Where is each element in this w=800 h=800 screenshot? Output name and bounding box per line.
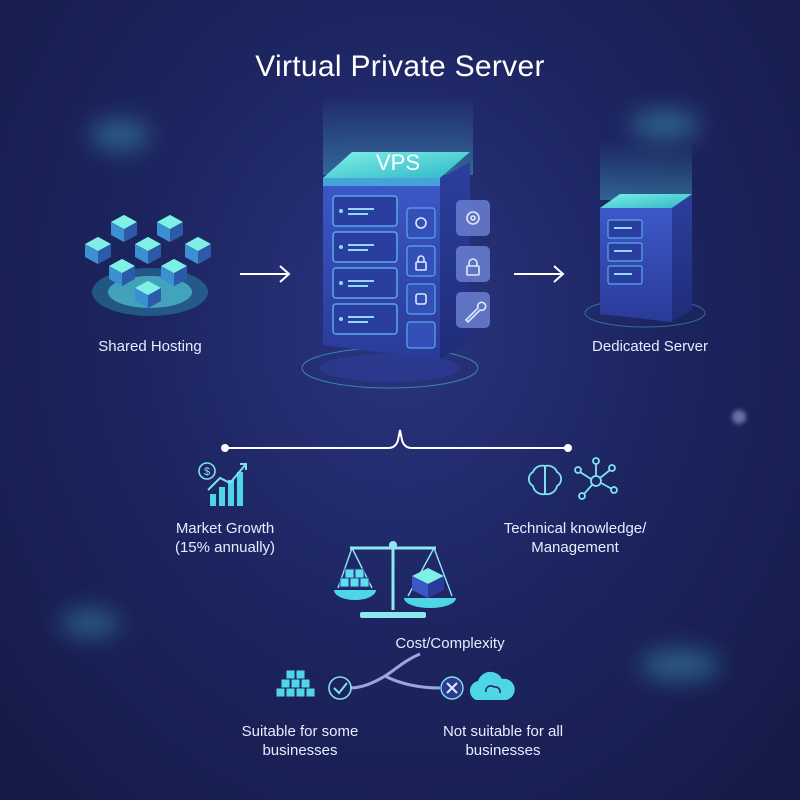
not-suitable-label: Not suitable for all businesses (418, 722, 588, 760)
market-growth-label: Market Growth (15% annually) (140, 519, 310, 557)
technical-line2: Management (531, 539, 619, 556)
wrench-icon (464, 301, 487, 324)
server-cube-icon (185, 236, 211, 265)
server-cube-icon (111, 214, 137, 243)
brace-connector (225, 429, 568, 449)
dedicated-server-icon (584, 140, 706, 328)
network-icon (574, 457, 618, 500)
server-cube-icon (135, 236, 161, 265)
not-suitable-line1: Not suitable for all (442, 723, 564, 740)
shared-hosting-icon (85, 214, 211, 316)
technical-line1: Technical knowledge/ (503, 520, 647, 537)
market-growth-line1: Market Growth (175, 520, 275, 537)
technical-knowledge-label: Technical knowledge/ Management (480, 519, 670, 557)
cost-complexity-label: Cost/Complexity (395, 635, 505, 652)
shield-icon (415, 293, 427, 305)
lock-icon (415, 261, 427, 271)
gear-icon (415, 217, 427, 229)
fork-connector (349, 652, 441, 690)
suitable-line2: businesses (262, 742, 338, 759)
server-cube-icon (161, 258, 187, 287)
shared-hosting-label: Shared Hosting (98, 338, 202, 355)
lock-icon (466, 265, 480, 276)
not-suitable-line2: businesses (465, 742, 541, 759)
brain-icon (527, 464, 563, 496)
server-cube-icon (135, 280, 161, 309)
svg-text:$: $ (204, 466, 210, 478)
arrow-right-icon (514, 265, 565, 283)
suitable-line1: Suitable for some (241, 723, 359, 740)
suitable-label: Suitable for some businesses (220, 722, 380, 760)
market-growth-line2: (15% annually) (174, 539, 276, 556)
dollar-chart-icon: $ (198, 462, 247, 506)
arrow-right-icon (240, 265, 291, 283)
page-title: Virtual Private Server (255, 50, 545, 83)
balance-scale-icon (334, 541, 456, 618)
dedicated-server-label: Dedicated Server (592, 338, 708, 355)
cubes-icon (275, 669, 316, 698)
server-cube-icon (85, 236, 111, 265)
vps-label: VPS (375, 150, 421, 175)
x-icon (440, 676, 464, 700)
server-cube-icon (157, 214, 183, 243)
server-cube-icon (109, 258, 135, 287)
check-icon (328, 676, 352, 700)
cloud-brain-icon (469, 671, 515, 700)
vps-server-icon (301, 95, 490, 389)
